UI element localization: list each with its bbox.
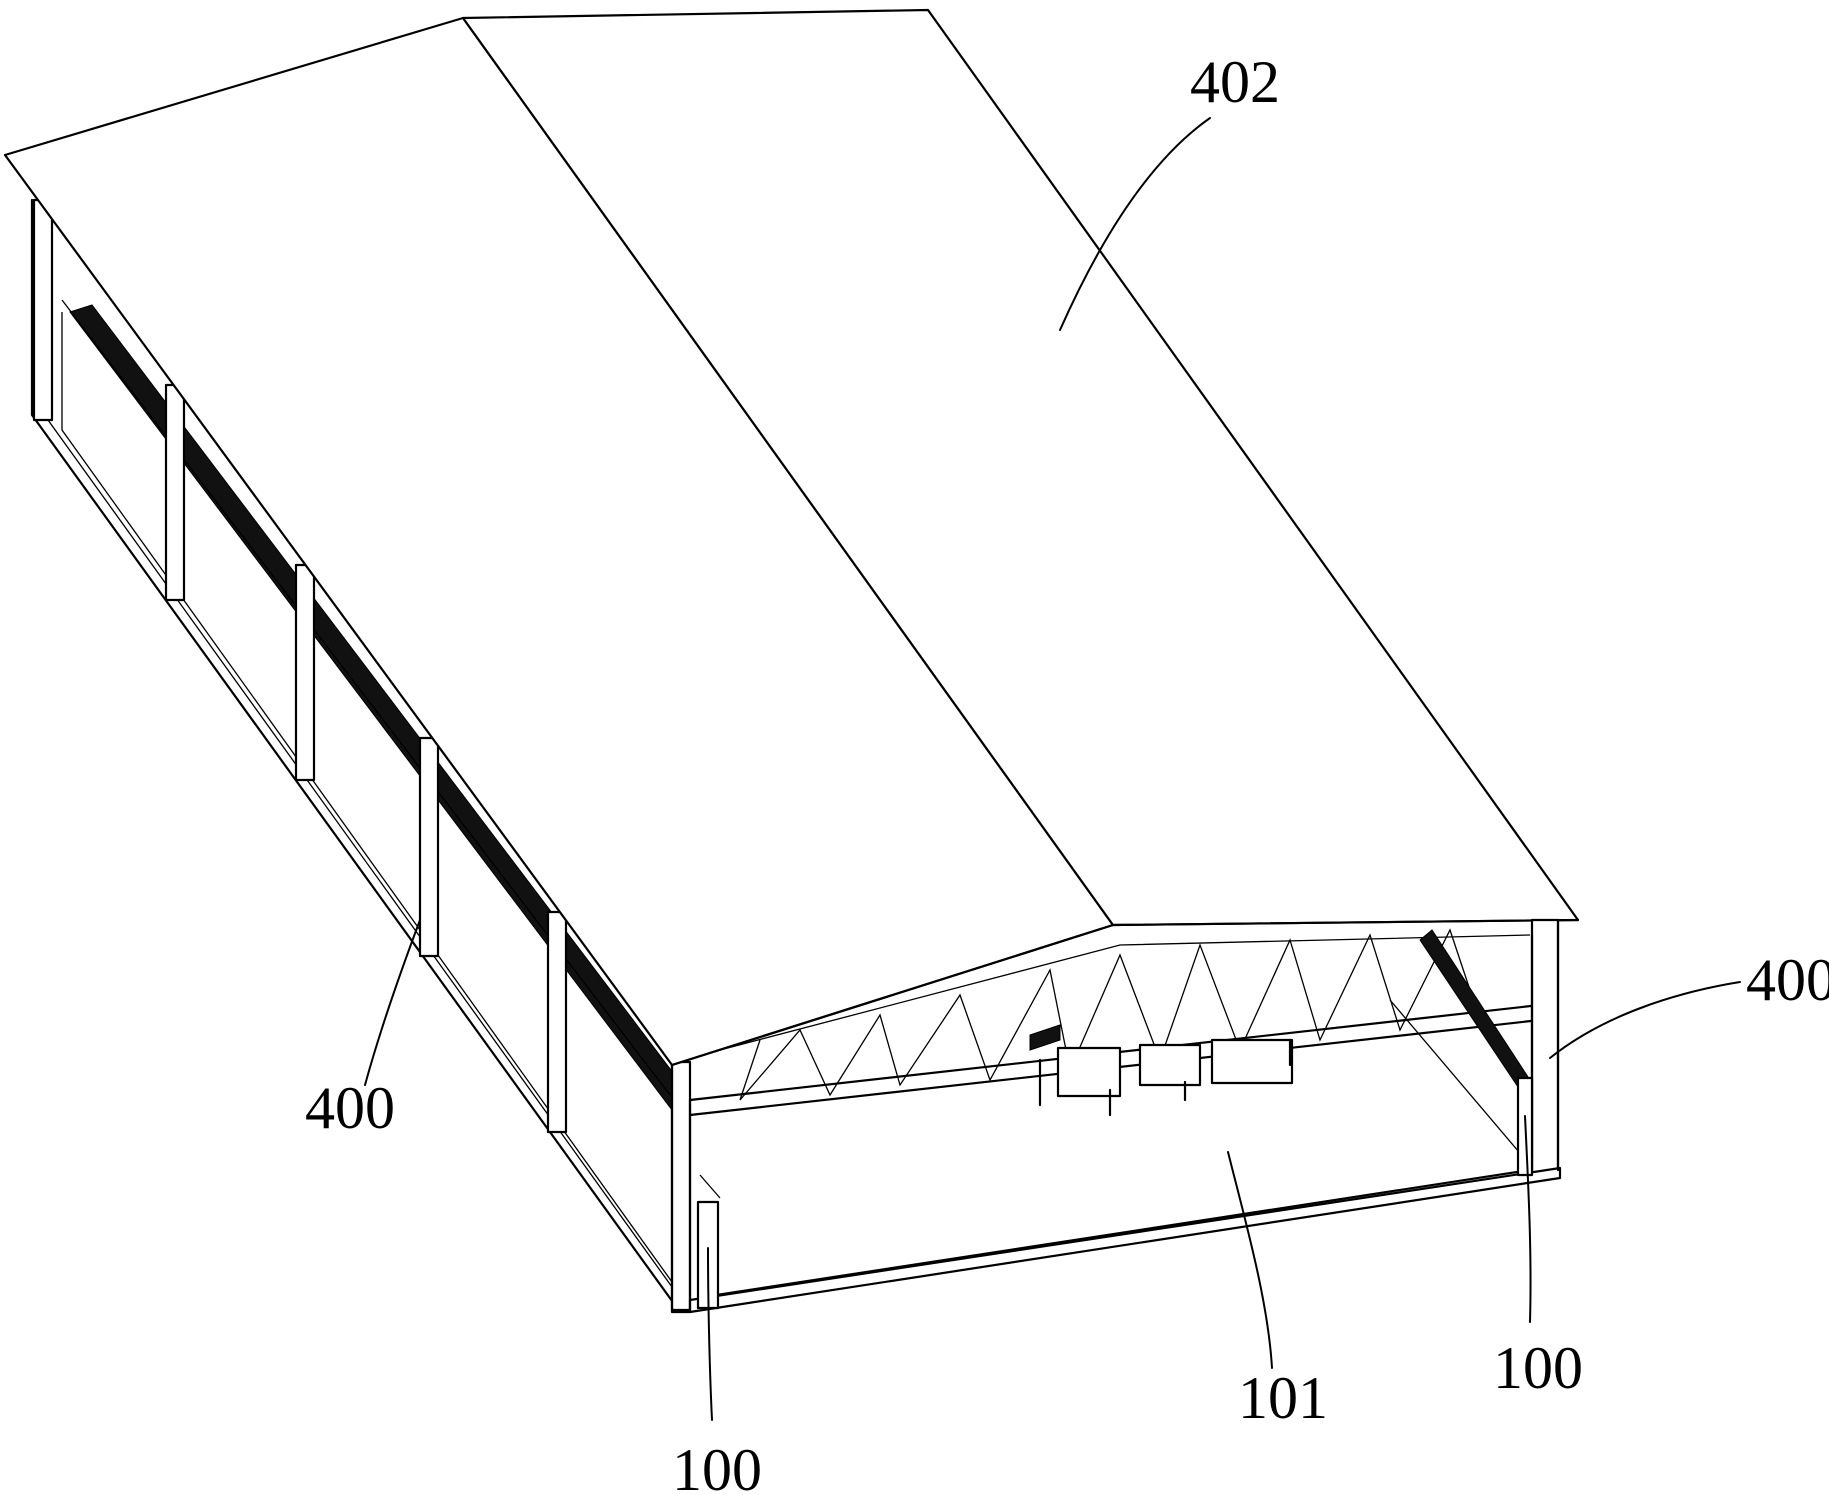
label-400-right: 400 [1746, 947, 1829, 1013]
column-4 [418, 736, 440, 958]
leader-101 [1227, 1151, 1273, 1369]
reference-labels: 402 400 400 101 100 100 [305, 49, 1829, 1495]
column-5 [546, 910, 568, 1134]
front-frame [670, 918, 1562, 1314]
leader-100-right [1524, 1115, 1532, 1323]
column-6 [670, 1060, 692, 1312]
column-3 [294, 563, 316, 782]
leader-lines [364, 117, 1741, 1421]
leader-400-right [1549, 981, 1741, 1059]
leader-400-left [364, 919, 421, 1086]
leader-402 [1059, 117, 1211, 331]
leader-100-left [707, 1247, 713, 1421]
label-100-right: 100 [1493, 1335, 1583, 1401]
trolley-box-3 [1210, 1038, 1294, 1085]
label-100-left: 100 [672, 1437, 762, 1495]
end-column-right [1530, 918, 1560, 1175]
trolley-units [1029, 1024, 1294, 1117]
label-402: 402 [1190, 49, 1280, 115]
trolley-box-1 [1056, 1046, 1122, 1098]
label-101: 101 [1238, 1365, 1328, 1431]
trolley-box-2 [1138, 1043, 1202, 1087]
column-2 [164, 383, 186, 602]
label-400-left: 400 [305, 1075, 395, 1141]
column-1 [32, 198, 54, 422]
